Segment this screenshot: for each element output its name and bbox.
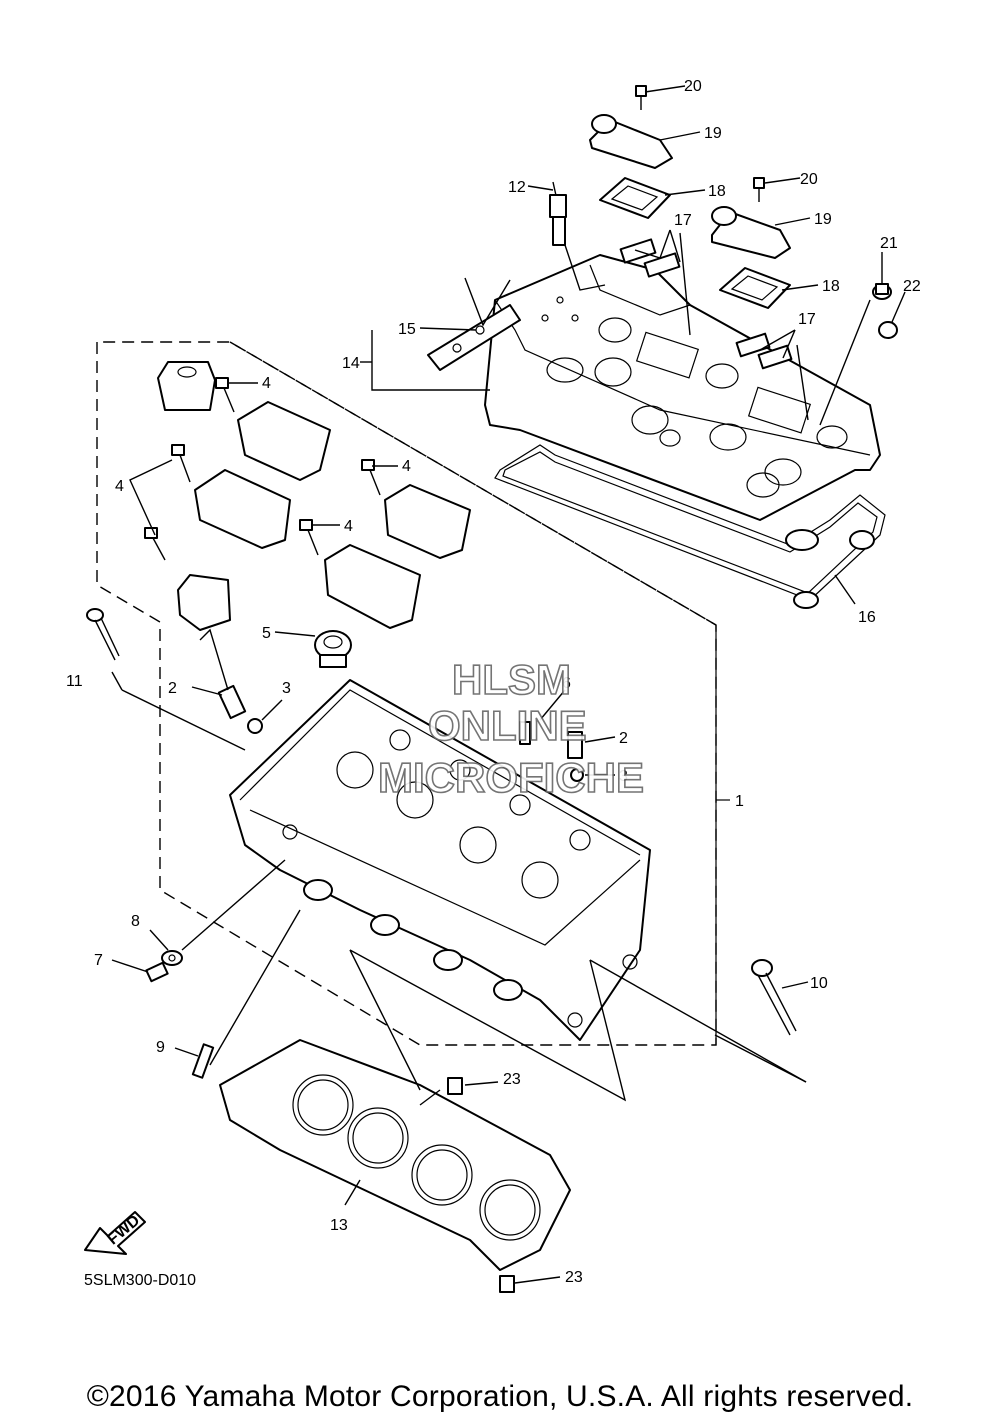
- callout-19a: 19: [704, 125, 722, 142]
- callout-16: 16: [858, 609, 876, 626]
- callout-4a: 4: [262, 375, 271, 392]
- callout-21: 21: [880, 235, 898, 252]
- callout-4d: 4: [344, 518, 353, 535]
- diagram-code: 5SLM300-D010: [84, 1272, 197, 1289]
- callout-14: 14: [342, 355, 360, 372]
- callout-7: 7: [94, 952, 103, 969]
- callout-6: 6: [562, 675, 571, 692]
- callout-15: 15: [398, 321, 416, 338]
- callout-4b: 4: [115, 478, 124, 495]
- callout-12: 12: [508, 179, 526, 196]
- stud-9: [191, 1043, 215, 1079]
- nut-21-grommet-22: [872, 283, 898, 339]
- dowels: [217, 684, 584, 782]
- camshaft-caps: [157, 361, 471, 631]
- bolt-11: [86, 608, 120, 661]
- cover-gasket: [494, 444, 886, 609]
- callout-20b: 20: [800, 171, 818, 188]
- watermark-line2: ONLINE: [428, 702, 587, 749]
- breather-cover-left: [711, 206, 791, 259]
- watermark: HLSM ONLINE MICROFICHE: [377, 655, 645, 802]
- callout-18a: 18: [708, 183, 726, 200]
- cylinder-head: [229, 679, 651, 1041]
- callout-17a: 17: [674, 212, 692, 229]
- plate: [427, 304, 521, 371]
- head-gasket: [219, 1039, 571, 1271]
- callout-10: 10: [810, 975, 828, 992]
- callout-19b: 19: [814, 211, 832, 228]
- assembly-boundary: [96, 341, 730, 1046]
- callout-23b: 23: [565, 1269, 583, 1286]
- spark-plug: [549, 181, 567, 246]
- callout-11: 11: [66, 673, 83, 690]
- callout-3a: 3: [282, 680, 291, 697]
- bolts-20: [635, 85, 765, 202]
- callout-20a: 20: [684, 78, 702, 95]
- callout-22: 22: [903, 278, 921, 295]
- breather-gasket-1: [599, 177, 671, 219]
- callout-18b: 18: [822, 278, 840, 295]
- callout-8: 8: [131, 913, 140, 930]
- callout-3b: 3: [619, 768, 628, 785]
- callout-13: 13: [330, 1217, 348, 1234]
- oil-plug: [314, 630, 352, 668]
- callout-9: 9: [156, 1039, 165, 1056]
- callout-labels: 1 2 2 3 3 4 4 4 4 5 6 7 8 9 10 11 12 13 …: [66, 78, 921, 1286]
- callout-2b: 2: [619, 730, 628, 747]
- bolt-7-washer-8: [145, 950, 183, 983]
- fwd-arrow-icon: FWD: [84, 1211, 146, 1255]
- bolt-10: [751, 959, 797, 1036]
- callout-4c: 4: [402, 458, 411, 475]
- copyright-notice: ©2016 Yamaha Motor Corporation, U.S.A. A…: [86, 1380, 914, 1413]
- callout-23a: 23: [503, 1071, 521, 1088]
- leader-lines: [111, 85, 906, 1284]
- reed-valves: [619, 238, 793, 370]
- callout-17b: 17: [798, 311, 816, 328]
- cam-cap-bolts: [144, 377, 381, 561]
- watermark-line3: MICROFICHE: [378, 754, 644, 801]
- dowel-23: [447, 1077, 515, 1293]
- breather-gasket-2: [719, 267, 791, 309]
- callout-2a: 2: [168, 680, 177, 697]
- callout-1: 1: [735, 793, 744, 810]
- breather-cover-right: [589, 114, 673, 169]
- watermark-line1: HLSM: [452, 656, 571, 703]
- cylinder-head-cover: [484, 254, 881, 521]
- callout-5: 5: [262, 625, 271, 642]
